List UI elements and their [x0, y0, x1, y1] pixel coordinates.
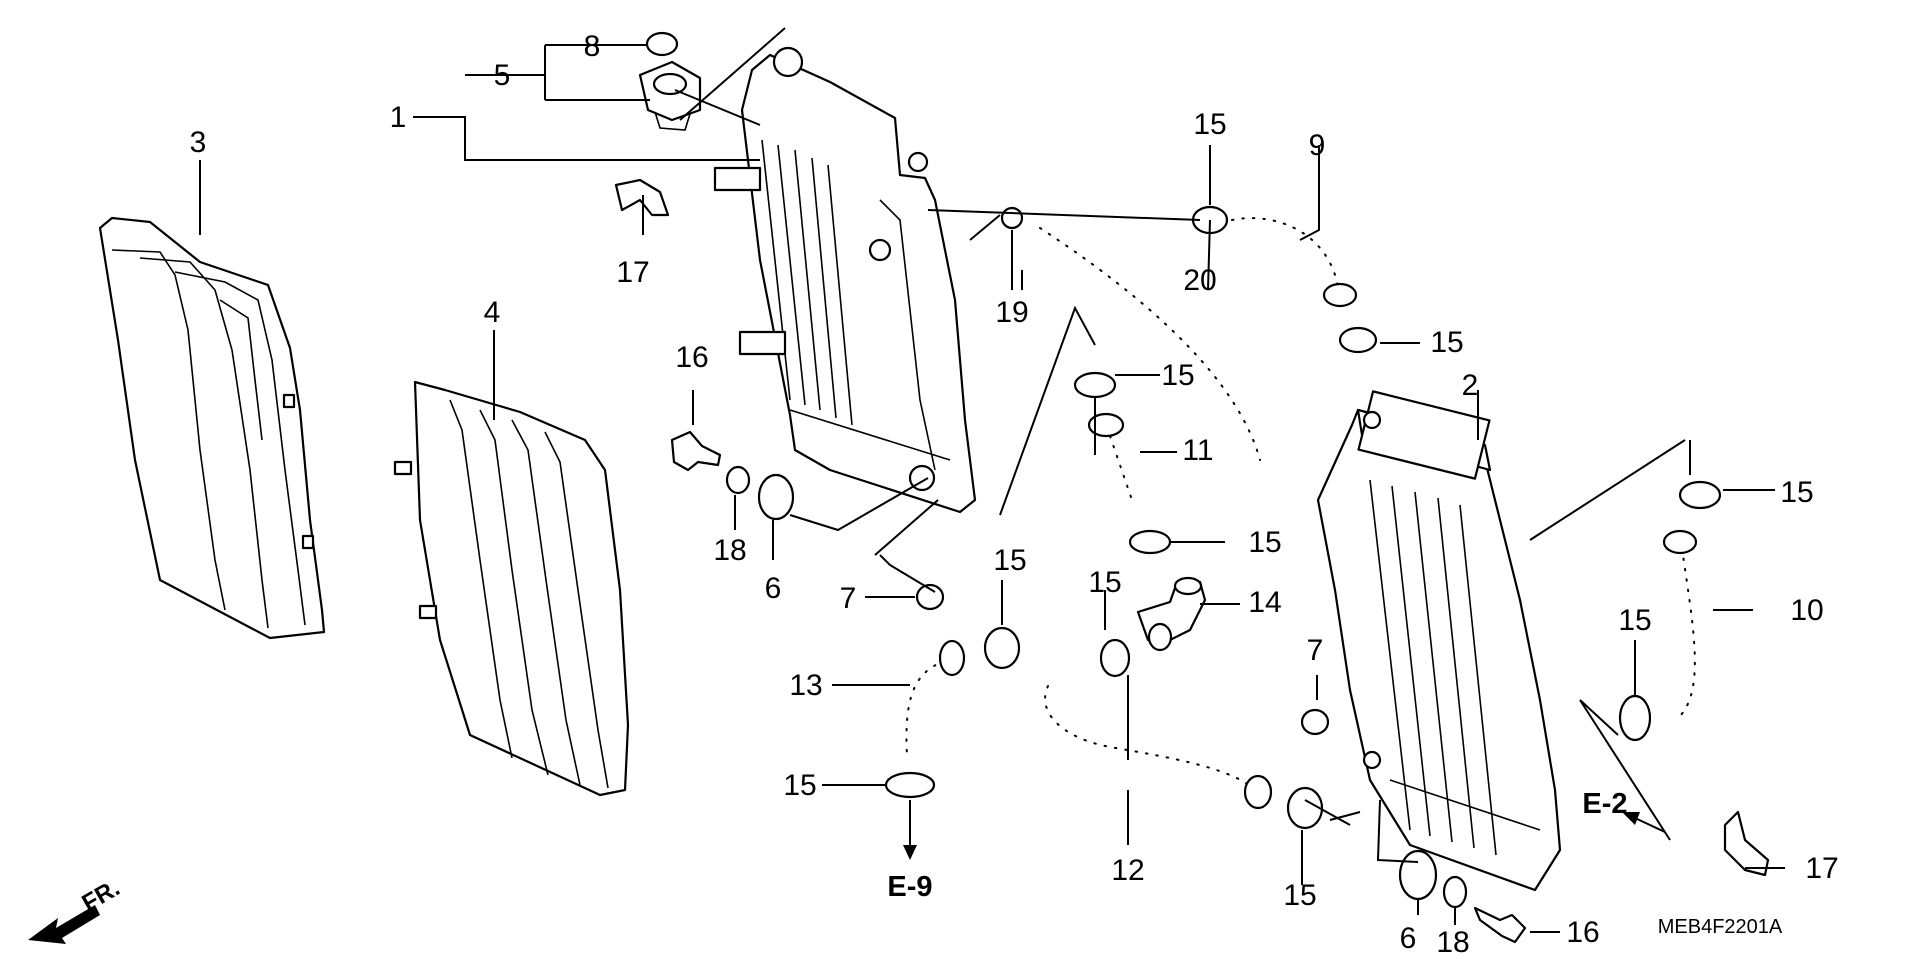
label-part-15: 15 — [1283, 879, 1316, 912]
o-ring — [645, 31, 679, 57]
label-part-2: 2 — [1462, 369, 1479, 402]
label-part-14: 14 — [1248, 586, 1281, 619]
label-part-13: 13 — [789, 669, 822, 702]
label-part-15: 15 — [1780, 476, 1813, 509]
reference-arrow-icon — [903, 845, 917, 860]
radiator-louver — [393, 380, 630, 797]
front-label: FR. — [78, 874, 125, 917]
label-part-6: 6 — [765, 572, 782, 605]
radiator-shroud — [98, 216, 326, 640]
hose-20 — [1029, 219, 1276, 504]
reference-e9[interactable]: E-9 — [887, 871, 932, 903]
collar-lower — [1300, 708, 1330, 736]
reference-arrow-icon — [1622, 812, 1640, 825]
label-part-3: 3 — [190, 126, 207, 159]
label-part-4: 4 — [484, 296, 501, 329]
label-part-15: 15 — [1248, 526, 1281, 559]
hose-13 — [889, 639, 966, 774]
label-part-9: 9 — [1309, 129, 1326, 162]
hose-12 — [1027, 666, 1273, 810]
label-part-7: 7 — [1307, 634, 1324, 667]
label-part-1: 1 — [390, 101, 407, 134]
hose-9 — [1217, 204, 1358, 308]
grommet-lower — [1398, 849, 1438, 901]
bolt-upper — [670, 430, 722, 472]
label-part-18: 18 — [1436, 926, 1469, 959]
washer-lower — [1442, 875, 1468, 909]
label-part-5: 5 — [494, 59, 511, 92]
collar-19 — [1000, 206, 1024, 230]
washer-upper — [725, 465, 751, 495]
front-arrow-icon — [28, 905, 100, 944]
label-part-11: 11 — [1182, 434, 1213, 467]
label-part-16: 16 — [1566, 916, 1599, 949]
hose-clamp — [884, 205, 1722, 830]
label-part-15: 15 — [1088, 566, 1121, 599]
label-part-18: 18 — [713, 534, 746, 567]
label-part-15: 15 — [783, 769, 816, 802]
label-part-6: 6 — [1400, 922, 1417, 955]
label-part-8: 8 — [584, 30, 601, 63]
reference-arrow-icon — [1634, 817, 1666, 833]
label-part-15: 15 — [993, 544, 1026, 577]
label-part-20: 20 — [1183, 264, 1216, 297]
label-part-15: 15 — [1618, 604, 1651, 637]
hose-10 — [1662, 528, 1710, 734]
reference-e2[interactable]: E-2 — [1582, 788, 1627, 820]
label-part-17: 17 — [616, 256, 649, 289]
fitting-14 — [1136, 576, 1207, 652]
collar-upper — [915, 583, 945, 611]
label-part-15: 15 — [1161, 359, 1194, 392]
label-part-7: 7 — [840, 582, 857, 615]
label-part-10: 10 — [1790, 594, 1823, 627]
hose-11 — [1087, 412, 1148, 518]
label-part-17: 17 — [1805, 852, 1838, 885]
left-radiator — [713, 46, 977, 514]
clip-lower — [1723, 810, 1770, 877]
label-part-15: 15 — [1430, 326, 1463, 359]
label-part-16: 16 — [675, 341, 708, 374]
diagram-code: MEB4F2201A — [1658, 916, 1783, 938]
label-part-19: 19 — [995, 296, 1028, 329]
label-part-12: 12 — [1111, 854, 1144, 887]
grommet-upper — [757, 473, 795, 521]
label-part-15: 15 — [1193, 108, 1226, 141]
bolt-lower — [1473, 906, 1527, 944]
radiator-cap — [638, 60, 702, 131]
right-radiator — [1316, 390, 1562, 892]
leader-lines — [199, 27, 1785, 933]
